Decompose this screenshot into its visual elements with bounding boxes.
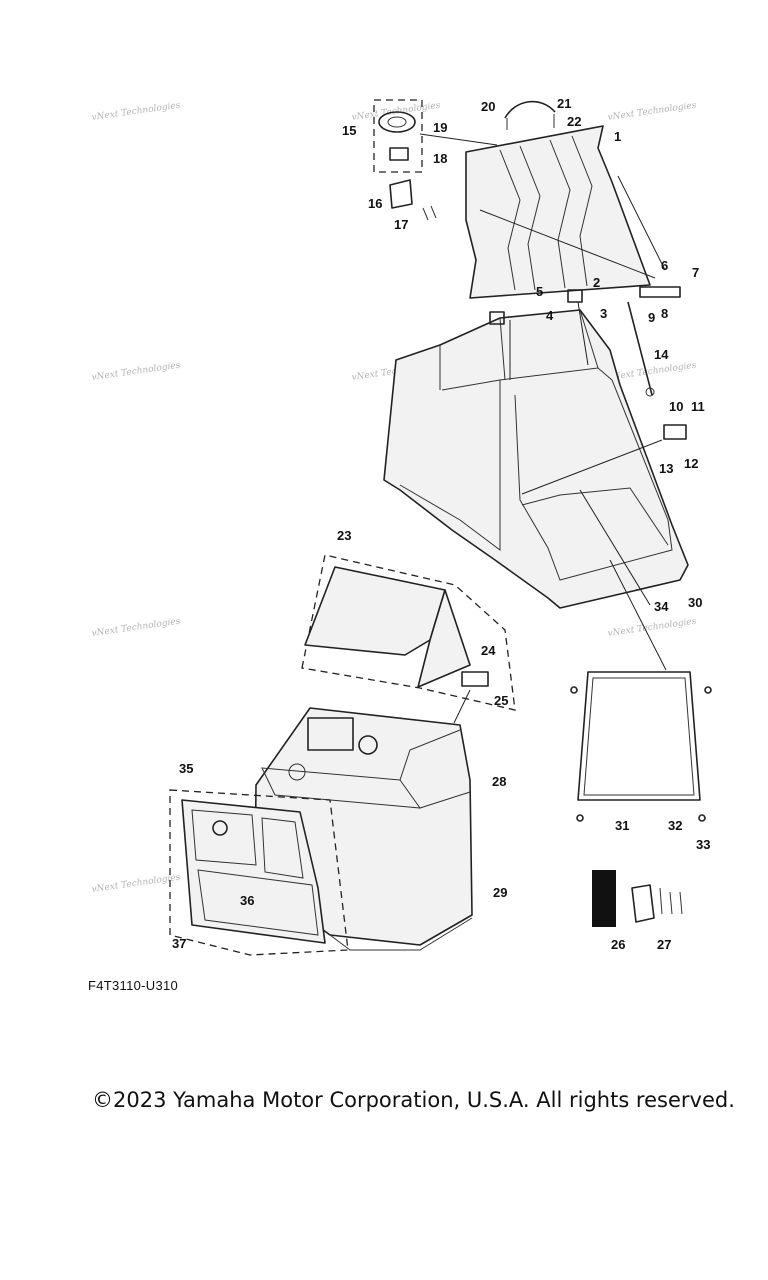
callout-27: 27	[657, 937, 671, 952]
callout-25: 25	[494, 693, 508, 708]
watermark: vNext Technologies	[607, 361, 697, 383]
callout-35: 35	[179, 761, 193, 776]
exploded-parts-diagram: vNext Technologies vNext Technologies vN…	[91, 96, 712, 956]
figure-code: F4T3110-U310	[88, 978, 179, 993]
callout-7: 7	[692, 265, 699, 280]
callout-20: 20	[481, 99, 495, 114]
callout-9: 9	[648, 310, 655, 325]
callout-15: 15	[342, 123, 356, 138]
callout-26: 26	[611, 937, 625, 952]
callout-17: 17	[394, 217, 408, 232]
watermark: vNext Technologies	[91, 101, 181, 123]
windshield-part	[465, 125, 651, 299]
callout-28: 28	[492, 774, 506, 789]
callout-labels: 1 2 3 4 5 6 7 8 9 10 11 12 13 14 15 16 1…	[172, 96, 710, 952]
wiper-motor-group	[373, 99, 437, 221]
watermark: vNext Technologies	[91, 361, 181, 383]
callout-22: 22	[567, 114, 581, 129]
rear-window-part	[570, 671, 712, 822]
callout-5: 5	[536, 284, 543, 299]
watermark: vNext Technologies	[607, 617, 697, 639]
watermark: vNext Technologies	[91, 617, 181, 639]
callout-23: 23	[337, 528, 351, 543]
cab-body-part	[383, 309, 689, 609]
callout-16: 16	[368, 196, 382, 211]
watermark: vNext Technologies	[91, 873, 181, 895]
callout-11: 11	[691, 399, 705, 414]
callout-32: 32	[668, 818, 682, 833]
watermark: vNext Technologies	[607, 101, 697, 123]
callout-21: 21	[557, 96, 571, 111]
callout-33: 33	[696, 837, 710, 852]
callout-30: 30	[688, 595, 702, 610]
callout-31: 31	[615, 818, 629, 833]
callout-8: 8	[661, 306, 668, 321]
callout-34: 34	[654, 599, 669, 614]
callout-3: 3	[600, 306, 607, 321]
hinge-and-strut-parts	[489, 286, 687, 440]
callout-19: 19	[433, 120, 447, 135]
callout-13: 13	[659, 461, 673, 476]
callout-18: 18	[433, 151, 447, 166]
leader-lines	[419, 133, 667, 724]
copyright-notice: ©2023 Yamaha Motor Corporation, U.S.A. A…	[92, 1088, 735, 1112]
callout-10: 10	[669, 399, 683, 414]
door-panel-group	[169, 789, 349, 956]
callout-2: 2	[593, 275, 600, 290]
callout-37: 37	[172, 936, 186, 951]
callout-36: 36	[240, 893, 254, 908]
callout-12: 12	[684, 456, 698, 471]
manual-and-tools	[592, 870, 683, 927]
callout-4: 4	[546, 308, 554, 323]
callout-29: 29	[493, 885, 507, 900]
callout-1: 1	[614, 129, 621, 144]
handle-part	[504, 100, 556, 130]
heater-panel-group	[301, 554, 516, 711]
callout-6: 6	[661, 258, 668, 273]
callout-14: 14	[654, 347, 669, 362]
callout-24: 24	[481, 643, 496, 658]
